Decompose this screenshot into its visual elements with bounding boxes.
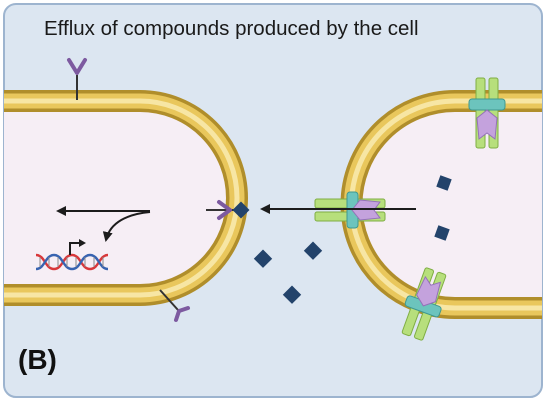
diagram-title: Efflux of compounds produced by the cell [44,17,419,41]
panel-label: (B) [18,344,57,376]
left-cell [0,101,237,295]
